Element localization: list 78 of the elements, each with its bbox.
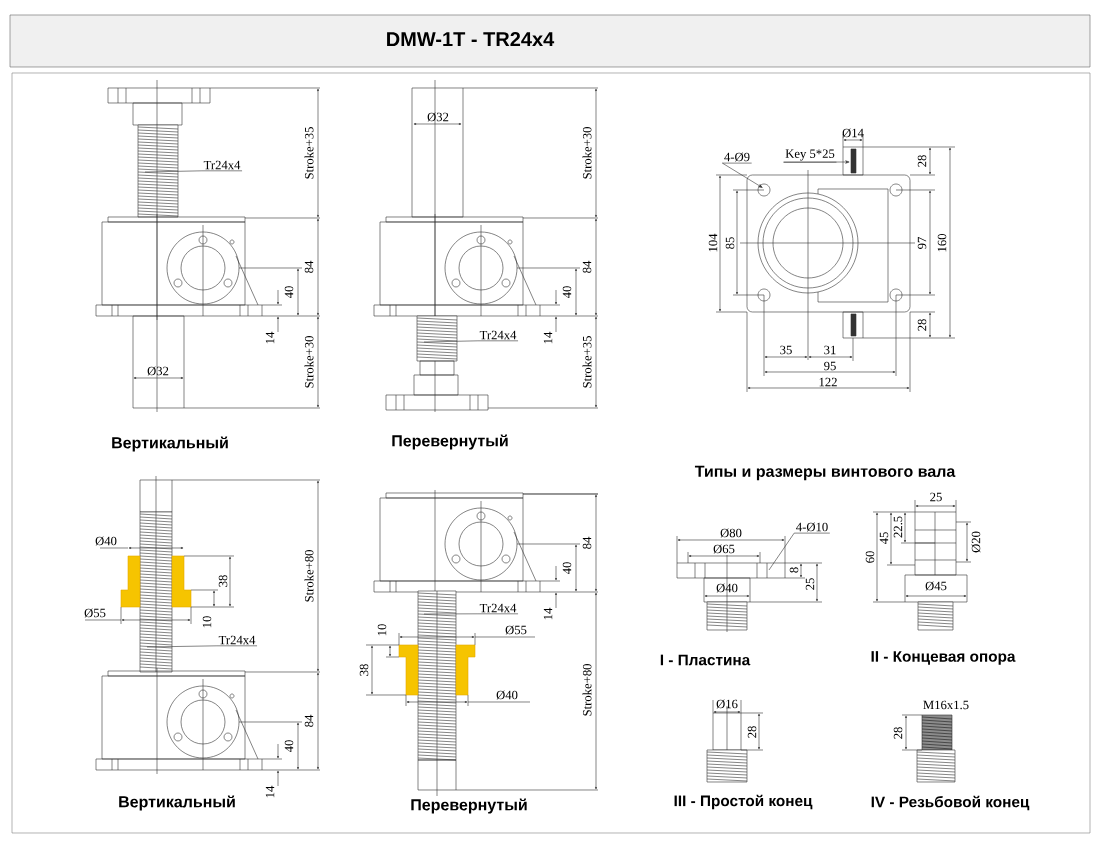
dimension-label: Ø32 — [427, 112, 449, 122]
dimension-label: 25 — [805, 578, 815, 590]
dimension-label: 25 — [930, 492, 942, 502]
dimension-label: 95 — [824, 361, 836, 371]
dimension-label: Stroke+30 — [582, 127, 592, 179]
dimension-label: 28 — [917, 319, 927, 331]
view-caption: II - Концевая опора — [871, 651, 1016, 665]
callout-text: Tr24x4 — [218, 635, 256, 645]
title-bar: DMW-1T - TR24x4 — [9, 14, 1091, 68]
dimension-label: 84 — [304, 714, 314, 727]
dimension-label: 10 — [202, 616, 212, 628]
dimension-label: 40 — [562, 286, 572, 299]
dimension-label: 14 — [543, 607, 553, 620]
dimension-label: 84 — [582, 536, 592, 549]
leader-line — [722, 162, 763, 188]
callout-text: Key 5*25 — [785, 149, 835, 161]
callout-text: 4-Ø10 — [796, 522, 828, 532]
view-caption: I - Пластина — [660, 654, 751, 666]
leader-line — [144, 170, 243, 173]
dimension-label: 38 — [359, 664, 369, 676]
dimension-label: Stroke+30 — [304, 336, 314, 388]
view-caption: Перевернутый — [392, 434, 508, 450]
view-caption: Вертикальный — [119, 795, 235, 811]
dimension-label: Ø40 — [95, 536, 117, 546]
dimension-label: Ø65 — [713, 544, 735, 554]
dimension-label: Stroke+35 — [582, 336, 592, 388]
leader-line — [146, 645, 258, 648]
dimension-label: 40 — [284, 286, 294, 299]
view-caption: Типы и размеры винтового вала — [694, 465, 956, 481]
dimension-label: 40 — [284, 740, 294, 753]
dimension-label: 8 — [789, 567, 799, 573]
dimension-label: 14 — [265, 785, 275, 798]
dimension-label: 40 — [562, 562, 572, 575]
dimension-label: 22.5 — [893, 516, 903, 538]
dimension-label: 28 — [893, 727, 903, 739]
dimension-label: Ø80 — [720, 528, 742, 538]
dimension-label: Ø20 — [971, 531, 981, 553]
dimension-label: 35 — [780, 345, 792, 355]
dimension-label: 28 — [747, 726, 757, 738]
dimension-label: M16x1.5 — [923, 700, 969, 710]
dimension-label: Stroke+80 — [582, 664, 592, 716]
dimension-label: 84 — [304, 260, 314, 273]
dimension-label: 31 — [824, 345, 836, 355]
view-caption: IV - Резьбовой конец — [871, 795, 1030, 811]
dimension-label: 14 — [543, 331, 553, 344]
dimension-label: 97 — [917, 237, 927, 249]
dimension-label: 38 — [218, 575, 228, 587]
dimension-label: 104 — [708, 233, 718, 252]
dimension-label: Ø55 — [84, 608, 106, 618]
view-caption: III - Простой конец — [674, 794, 813, 810]
callout-text: Tr24x4 — [479, 330, 517, 340]
leader-line — [783, 160, 850, 164]
dimension-label: Stroke+35 — [304, 127, 314, 179]
leader-line — [423, 340, 519, 343]
callout-text: Tr24x4 — [479, 603, 517, 613]
dimension-label: Ø14 — [842, 128, 864, 138]
callout-text: Tr24x4 — [203, 160, 241, 170]
dimension-label: Ø40 — [496, 690, 518, 700]
leader-line — [768, 532, 831, 571]
dimension-label: 122 — [819, 377, 837, 387]
dimension-label: Ø45 — [925, 581, 947, 591]
dimension-label: 84 — [582, 260, 592, 273]
dimension-label: Ø16 — [716, 699, 738, 709]
dimension-label: Ø40 — [716, 583, 738, 593]
callout-text: 4-Ø9 — [724, 152, 750, 162]
dimension-label: 160 — [937, 233, 947, 252]
dimension-label: Ø32 — [147, 366, 169, 376]
view-caption: Перевернутый — [411, 798, 527, 814]
dimension-label: Ø55 — [505, 625, 527, 635]
dimension-label: 85 — [725, 237, 735, 249]
dimension-label: 45 — [879, 532, 889, 545]
dimension-label: 10 — [377, 624, 387, 636]
dimension-label: 60 — [865, 551, 875, 563]
view-caption: Вертикальный — [112, 436, 228, 452]
leader-line — [423, 613, 519, 615]
dimension-label: Stroke+80 — [304, 550, 314, 602]
dimension-label: 28 — [917, 155, 927, 167]
dimension-label: 14 — [265, 331, 275, 344]
